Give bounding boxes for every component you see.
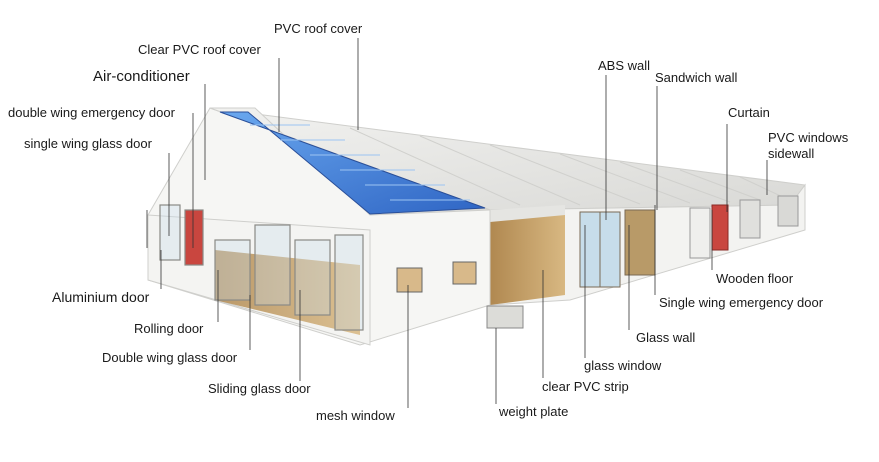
open-section-ceiling <box>490 205 565 222</box>
clear-pvc-roof-panel <box>219 111 486 215</box>
label-wooden-floor: Wooden floor <box>716 271 794 286</box>
label-single-wing-emergency-door: Single wing emergency door <box>659 295 824 310</box>
label-glass-window: glass window <box>584 358 662 373</box>
label-pvc-windows-sidewall: sidewall <box>768 146 815 161</box>
front-interior-floor <box>215 250 360 335</box>
panel-grid <box>250 124 470 201</box>
label-sandwich-wall: Sandwich wall <box>655 70 738 85</box>
label-rolling-door: Rolling door <box>134 321 204 336</box>
front-glass-doors <box>159 204 364 331</box>
mesh-window-1 <box>396 267 423 293</box>
label-air-conditioner: Air-conditioner <box>93 68 190 85</box>
glass-panels-side <box>579 195 799 288</box>
label-double-wing-emergency-door: double wing emergency door <box>8 105 175 120</box>
label-curtain: Curtain <box>728 105 770 120</box>
label-aluminium-door: Aluminium door <box>52 289 150 305</box>
label-clear-pvc-roof-cover: Clear PVC roof cover <box>138 42 261 57</box>
label-mesh-window: mesh window <box>316 408 395 423</box>
label-double-wing-glass-door: Double wing glass door <box>102 350 238 365</box>
label-clear-pvc-strip: clear PVC strip <box>542 379 629 394</box>
leader-lines <box>146 38 768 408</box>
roof-seams <box>349 127 786 206</box>
label-weight-plate: weight plate <box>499 404 569 419</box>
label-single-wing-glass-door: single wing glass door <box>24 136 152 151</box>
wooden-floor <box>490 212 565 305</box>
label-pvc-roof-cover: PVC roof cover <box>274 21 363 36</box>
label-glass-wall: Glass wall <box>636 330 696 345</box>
label-sliding-glass-door: Sliding glass door <box>208 381 311 396</box>
mesh-window-2 <box>452 261 477 285</box>
weight-plate <box>486 305 524 329</box>
label-abs-wall: ABS wall <box>598 58 651 73</box>
label-pvc-windows: PVC windows <box>768 130 849 145</box>
